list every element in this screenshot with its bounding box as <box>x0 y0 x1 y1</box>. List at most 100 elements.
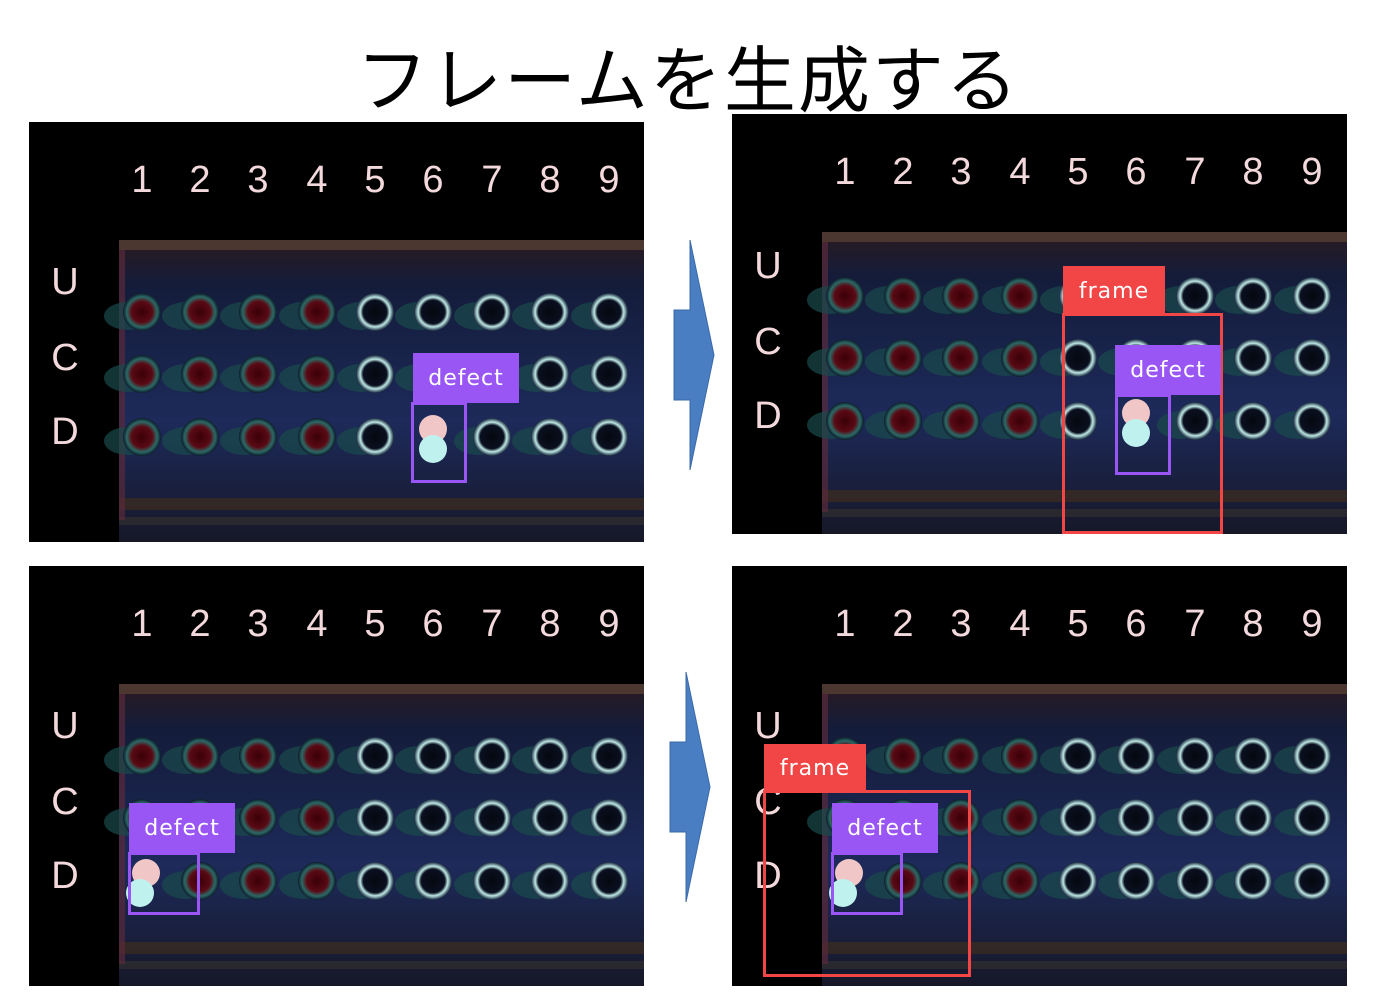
test-tube <box>1274 737 1331 775</box>
row-label: C <box>51 781 78 823</box>
test-tube <box>1098 737 1155 775</box>
column-label: 8 <box>1242 151 1263 193</box>
test-tube <box>454 862 511 900</box>
column-label: 9 <box>1301 151 1322 193</box>
test-tube <box>1157 862 1214 900</box>
test-tube <box>571 418 628 456</box>
column-label: 5 <box>1067 151 1088 193</box>
test-tube <box>220 418 277 456</box>
defect-bounding-box <box>1115 394 1171 475</box>
test-tube <box>865 402 922 440</box>
test-tube <box>162 293 219 331</box>
test-tube <box>923 339 980 377</box>
column-label: 6 <box>1125 151 1146 193</box>
test-tube <box>162 737 219 775</box>
test-tube <box>1215 862 1272 900</box>
test-tube <box>1215 277 1272 315</box>
test-tube <box>104 418 161 456</box>
column-label: 7 <box>1184 151 1205 193</box>
row-label: D <box>754 395 781 437</box>
column-label: 3 <box>247 159 268 201</box>
test-tube <box>337 799 394 837</box>
test-tube <box>454 737 511 775</box>
test-tube <box>1040 737 1097 775</box>
test-tube <box>807 402 864 440</box>
defect-label: defect <box>832 803 938 853</box>
test-tube <box>1215 737 1272 775</box>
column-label: 3 <box>950 603 971 645</box>
test-tube <box>512 737 569 775</box>
test-tube <box>512 418 569 456</box>
test-tube <box>512 293 569 331</box>
frame-label: frame <box>764 744 866 792</box>
test-tube <box>571 799 628 837</box>
test-tube <box>162 355 219 393</box>
test-tube <box>104 737 161 775</box>
test-tube <box>1215 799 1272 837</box>
test-tube <box>220 355 277 393</box>
test-tube <box>982 799 1039 837</box>
page-title: フレームを生成する <box>356 39 1020 123</box>
defect-bounding-box <box>411 402 467 483</box>
test-tube <box>1274 277 1331 315</box>
test-tube <box>454 799 511 837</box>
column-label: 4 <box>306 159 327 201</box>
defect-label: defect <box>413 353 519 403</box>
column-label: 9 <box>598 159 619 201</box>
test-tube <box>1274 799 1331 837</box>
test-tube <box>337 418 394 456</box>
test-tube <box>865 277 922 315</box>
test-tube <box>454 293 511 331</box>
frame-bounding-box <box>1062 313 1223 534</box>
frame-bounding-box <box>763 790 971 977</box>
right-arrow-icon <box>669 672 711 902</box>
test-tube <box>220 737 277 775</box>
test-tube <box>512 355 569 393</box>
column-label: 3 <box>247 603 268 645</box>
row-label: C <box>754 321 781 363</box>
test-tube <box>1215 402 1272 440</box>
column-label: 5 <box>364 603 385 645</box>
column-label: 8 <box>1242 603 1263 645</box>
defect-label: defect <box>129 803 235 853</box>
column-label: 2 <box>892 151 913 193</box>
test-tube <box>395 799 452 837</box>
column-label: 1 <box>131 159 152 201</box>
column-label: 6 <box>422 603 443 645</box>
test-tube <box>220 862 277 900</box>
test-tube <box>982 737 1039 775</box>
test-tube <box>982 339 1039 377</box>
test-tube <box>279 418 336 456</box>
test-tube <box>1157 277 1214 315</box>
test-tube <box>337 862 394 900</box>
test-tube <box>337 293 394 331</box>
test-tube <box>571 293 628 331</box>
test-tube <box>571 862 628 900</box>
test-tube <box>1157 737 1214 775</box>
test-tube <box>923 402 980 440</box>
test-tube <box>395 737 452 775</box>
test-tube <box>865 737 922 775</box>
test-tube <box>279 355 336 393</box>
test-tube <box>162 418 219 456</box>
column-label: 4 <box>1009 151 1030 193</box>
test-tube <box>512 799 569 837</box>
test-tube <box>807 339 864 377</box>
test-tube <box>1274 862 1331 900</box>
column-label: 2 <box>189 603 210 645</box>
test-tube <box>279 862 336 900</box>
test-tube <box>865 339 922 377</box>
test-tube <box>807 277 864 315</box>
row-label: D <box>754 855 781 897</box>
test-tube <box>982 862 1039 900</box>
column-label: 7 <box>1184 603 1205 645</box>
column-label: 3 <box>950 151 971 193</box>
test-tube <box>1098 799 1155 837</box>
test-tube <box>279 293 336 331</box>
defect-bounding-box <box>128 852 200 915</box>
test-tube <box>1098 862 1155 900</box>
test-tube <box>982 277 1039 315</box>
test-tube <box>104 355 161 393</box>
